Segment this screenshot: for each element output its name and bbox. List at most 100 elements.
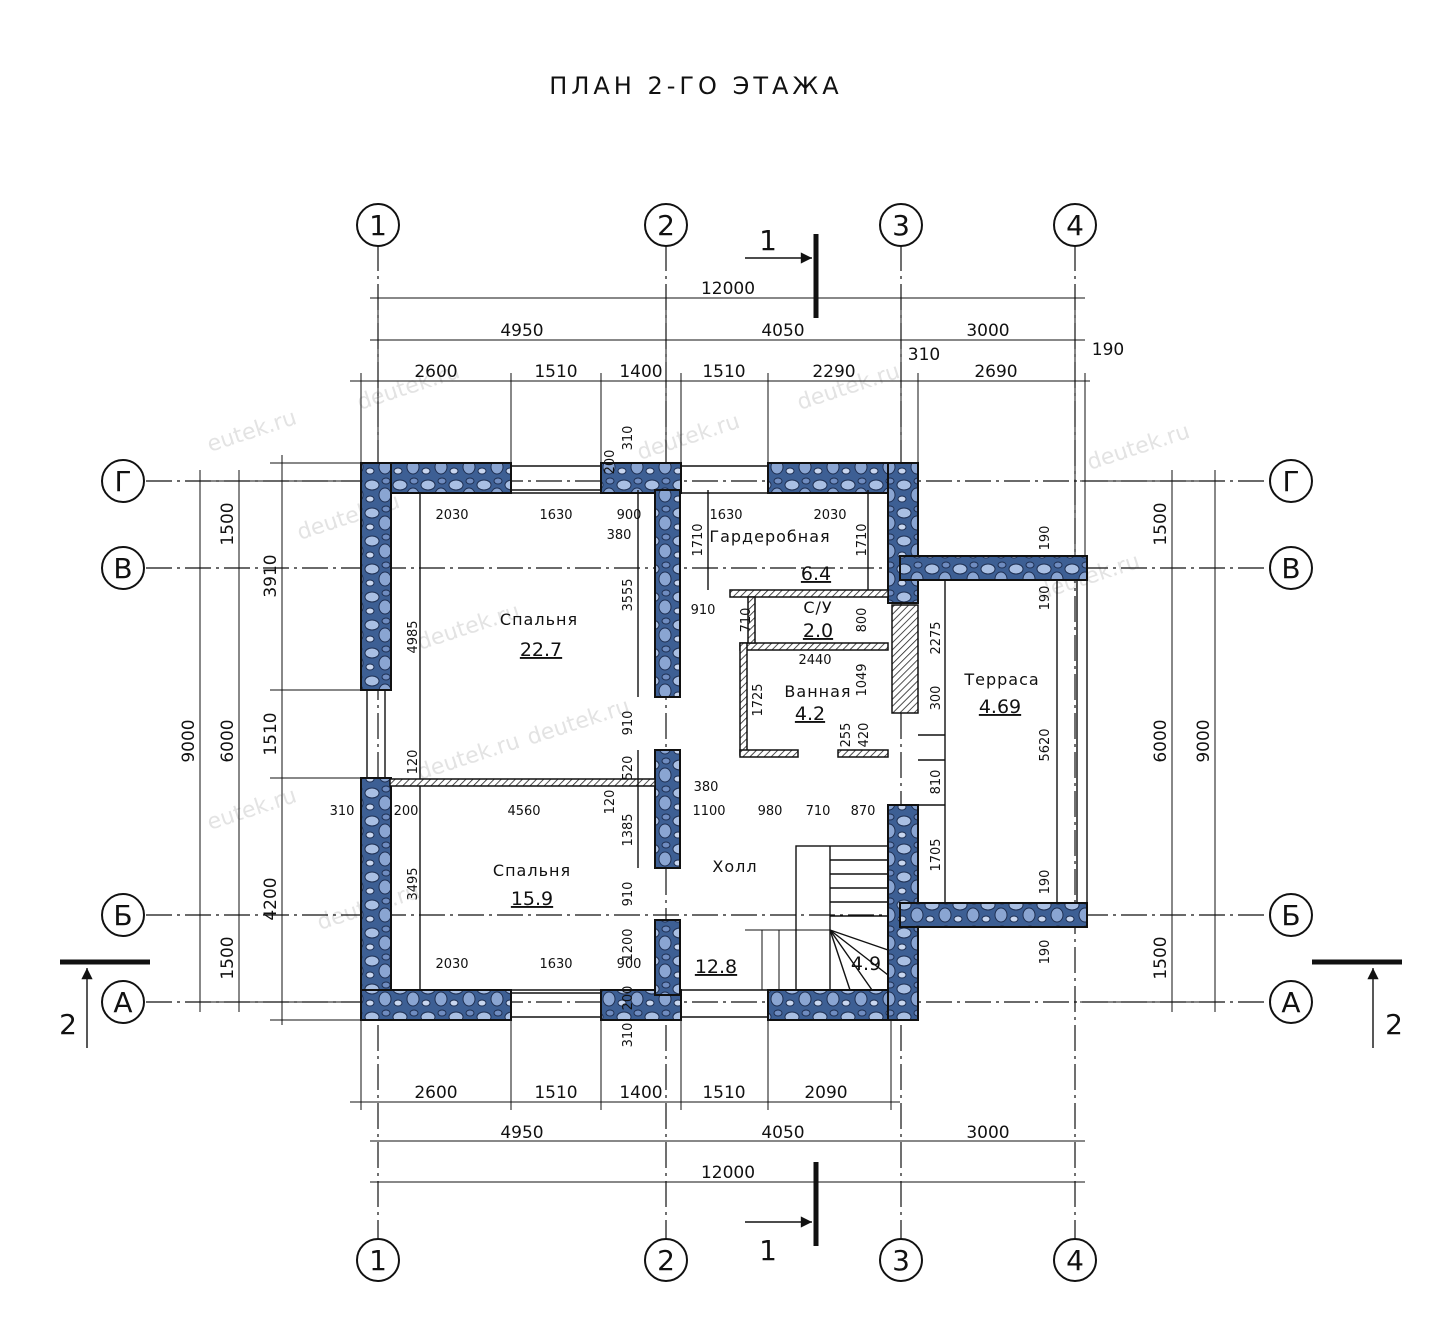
dim-interior: 310 bbox=[621, 426, 636, 451]
axis-label: 4 bbox=[1066, 1244, 1084, 1277]
watermark: deutek.ru bbox=[1084, 419, 1193, 476]
room-name-bedroom-2: Спальня bbox=[493, 861, 571, 880]
section-label: 1 bbox=[759, 1234, 777, 1267]
dim-interior: 1710 bbox=[855, 523, 870, 556]
dim-left: 3910 bbox=[261, 554, 281, 597]
dim-interior: 900 bbox=[617, 508, 642, 523]
dim-interior: 910 bbox=[621, 882, 636, 907]
axis-label: 2 bbox=[657, 1244, 675, 1277]
dim-left: 6000 bbox=[218, 719, 238, 762]
dim-top-detail: 2290 bbox=[812, 362, 855, 382]
dim-interior: 2275 bbox=[929, 621, 944, 654]
room-area-bedroom-2: 15.9 bbox=[511, 888, 553, 910]
dim-interior: 810 bbox=[929, 770, 944, 795]
dim-interior: 1705 bbox=[929, 838, 944, 871]
dim-interior: 1385 bbox=[621, 813, 636, 846]
dim-interior: 1200 bbox=[621, 928, 636, 961]
dim-interior: 870 bbox=[851, 804, 876, 819]
dim-top-detail: 2600 bbox=[414, 362, 457, 382]
axis-bubble-1 bbox=[356, 203, 400, 247]
dim-bottom-detail: 1510 bbox=[702, 1083, 745, 1103]
room-name-hall: Холл bbox=[712, 857, 757, 876]
axis-label: 3 bbox=[892, 1244, 910, 1277]
axis-label: Б bbox=[1281, 899, 1300, 932]
dim-right: 9000 bbox=[1194, 719, 1214, 762]
axis-label: 2 bbox=[657, 209, 675, 242]
dim-interior: 4985 bbox=[406, 620, 421, 653]
dim-left: 4200 bbox=[261, 877, 281, 920]
axis-label: Б bbox=[113, 899, 132, 932]
section-markers: 1 1 2 2 bbox=[59, 224, 1403, 1267]
axis-label: 1 bbox=[369, 1244, 387, 1277]
dim-top-detail: 310 bbox=[908, 345, 940, 365]
dim-interior: 1630 bbox=[709, 508, 742, 523]
axis-bubble-v-left bbox=[101, 546, 145, 590]
dim-bottom-axis: 4050 bbox=[761, 1123, 804, 1143]
bottom-dimensions: 2600 1510 1400 1510 2090 4950 4050 3000 … bbox=[414, 1083, 1009, 1183]
dim-interior: 200 bbox=[621, 986, 636, 1011]
dim-interior: 255 bbox=[839, 723, 854, 748]
dim-interior: 2030 bbox=[435, 957, 468, 972]
axis-label: А bbox=[113, 986, 132, 1019]
dim-top-detail: 2690 bbox=[974, 362, 1017, 382]
dim-interior: 200 bbox=[603, 450, 618, 475]
dim-interior: 4560 bbox=[507, 804, 540, 819]
dim-right: 1500 bbox=[1151, 936, 1171, 979]
side-dimensions: 9000 6000 1500 1500 3910 1510 4200 310 1… bbox=[179, 502, 1214, 979]
axis-bubble-4 bbox=[1053, 203, 1097, 247]
dim-interior: 2030 bbox=[813, 508, 846, 523]
dim-interior: 5620 bbox=[1038, 728, 1053, 761]
dim-left: 1500 bbox=[218, 502, 238, 545]
walls bbox=[360, 462, 1088, 1021]
dim-interior: 910 bbox=[621, 711, 636, 736]
axis-bubble-g-left bbox=[101, 459, 145, 503]
axis-label: В bbox=[113, 552, 132, 585]
dim-top-detail: 190 bbox=[1092, 340, 1124, 360]
room-area-wc: 2.0 bbox=[803, 620, 833, 642]
axis-bubble-3 bbox=[879, 203, 923, 247]
dim-top-detail: 1510 bbox=[534, 362, 577, 382]
dim-interior: 710 bbox=[739, 608, 754, 633]
dimension-lines bbox=[190, 290, 1225, 1183]
dim-top-axis: 4050 bbox=[761, 321, 804, 341]
watermarks: eutek.ru deutek.ru deutek.ru deutek.ru d… bbox=[204, 359, 1193, 936]
dim-bottom-axis: 4950 bbox=[500, 1123, 543, 1143]
dim-interior: 190 bbox=[1038, 586, 1053, 611]
section-label: 1 bbox=[759, 224, 777, 257]
dim-interior: 2030 bbox=[435, 508, 468, 523]
dim-interior: 1725 bbox=[751, 683, 766, 716]
room-name-bathroom: Ванная bbox=[784, 682, 851, 701]
axis-bubble-4-bottom bbox=[1053, 1238, 1097, 1282]
room-area-hall: 12.8 bbox=[695, 956, 737, 978]
staircase bbox=[745, 845, 889, 991]
room-name-terrace: Терраса bbox=[963, 670, 1039, 689]
dim-left: 310 bbox=[330, 804, 355, 819]
dim-bottom-detail: 1400 bbox=[619, 1083, 662, 1103]
room-area-stair: 4.9 bbox=[851, 953, 881, 975]
dim-interior: 1630 bbox=[539, 508, 572, 523]
watermark: deutek.ru bbox=[414, 729, 523, 786]
partitions bbox=[389, 589, 919, 787]
watermark: eutek.ru bbox=[204, 405, 300, 457]
axis-label: А bbox=[1281, 986, 1300, 1019]
dim-interior: 310 bbox=[621, 1023, 636, 1048]
dim-interior: 190 bbox=[1038, 940, 1053, 965]
dim-bottom-axis: 3000 bbox=[966, 1123, 1009, 1143]
dim-left: 1500 bbox=[218, 936, 238, 979]
dim-interior: 200 bbox=[394, 804, 419, 819]
room-name-wardrobe: Гардеробная bbox=[709, 527, 830, 546]
dim-interior: 190 bbox=[1038, 870, 1053, 895]
watermark: deutek.ru bbox=[524, 694, 633, 751]
axis-label: В bbox=[1281, 552, 1300, 585]
dim-bottom-detail: 2600 bbox=[414, 1083, 457, 1103]
dim-interior: 420 bbox=[857, 723, 872, 748]
room-area-wardrobe: 6.4 bbox=[801, 563, 831, 585]
axis-bubble-1-bottom bbox=[356, 1238, 400, 1282]
axis-bubble-2 bbox=[644, 203, 688, 247]
dim-right: 1500 bbox=[1151, 502, 1171, 545]
axis-bubble-b-right bbox=[1269, 893, 1313, 937]
axis-bubble-3-bottom bbox=[879, 1238, 923, 1282]
room-labels: Спальня 22.7 Спальня 15.9 Гардеробная 6.… bbox=[493, 527, 1039, 978]
dim-interior: 710 bbox=[806, 804, 831, 819]
